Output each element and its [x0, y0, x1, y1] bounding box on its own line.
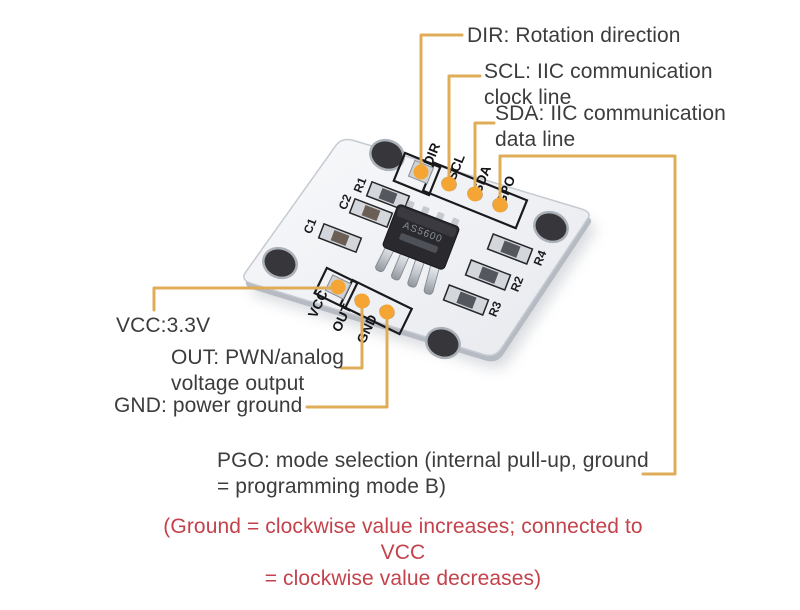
callout-line-scl [447, 74, 482, 186]
callout-vcc: VCC:3.3V [116, 314, 211, 337]
designator-r4: R4 [531, 248, 550, 268]
callout-line-dir [419, 33, 464, 174]
callout-line-out [339, 299, 364, 370]
designator-r2: R2 [508, 274, 527, 294]
pin-dot-scl [441, 176, 457, 192]
designator-r1: R1 [351, 175, 370, 195]
component-r4 [486, 233, 534, 265]
pin-name-dir: DIR [421, 140, 444, 167]
pin-dots [330, 164, 508, 320]
callout-line-gnd [305, 310, 389, 409]
callout-pgo: PGO: mode selection (internal pull-up, g… [217, 449, 649, 498]
pin-dot-dir [413, 164, 429, 180]
callout-out: OUT: PWN/analog voltage output [171, 346, 345, 395]
chip-pins [375, 242, 440, 295]
mounting-holes [262, 138, 569, 360]
pin-dot-sda [467, 186, 483, 202]
encoder-chip: AS5600 [375, 200, 460, 295]
callout-scl: SCL: IIC communication clock line [484, 60, 713, 109]
component-r1 [365, 180, 411, 212]
pin-dot-vcc [330, 279, 346, 295]
callout-line-vcc [152, 286, 340, 312]
component-c1 [317, 222, 363, 254]
callout-gnd: GND: power ground [114, 394, 303, 417]
designator-c2: C2 [336, 192, 355, 212]
pin-dot-gpo [492, 197, 508, 213]
component-r3 [442, 284, 490, 316]
callout-line-pgo [498, 154, 677, 476]
component-c2 [348, 197, 394, 229]
callout-lines [152, 33, 677, 476]
silkscreen-designators: R1 C2 C1 R4 R2 R3 [301, 175, 550, 319]
callout-sda: SDA: IIC communication data line [495, 102, 726, 151]
designator-c1: C1 [301, 216, 320, 236]
pin-dot-gnd [379, 304, 395, 320]
designator-r3: R3 [486, 299, 505, 319]
warning-note: (Ground = clockwise value increases; con… [163, 515, 643, 590]
pin-dot-out [354, 293, 370, 309]
callout-dir: DIR: Rotation direction [467, 24, 681, 47]
callout-line-sda [473, 121, 496, 196]
component-r2 [464, 259, 512, 291]
